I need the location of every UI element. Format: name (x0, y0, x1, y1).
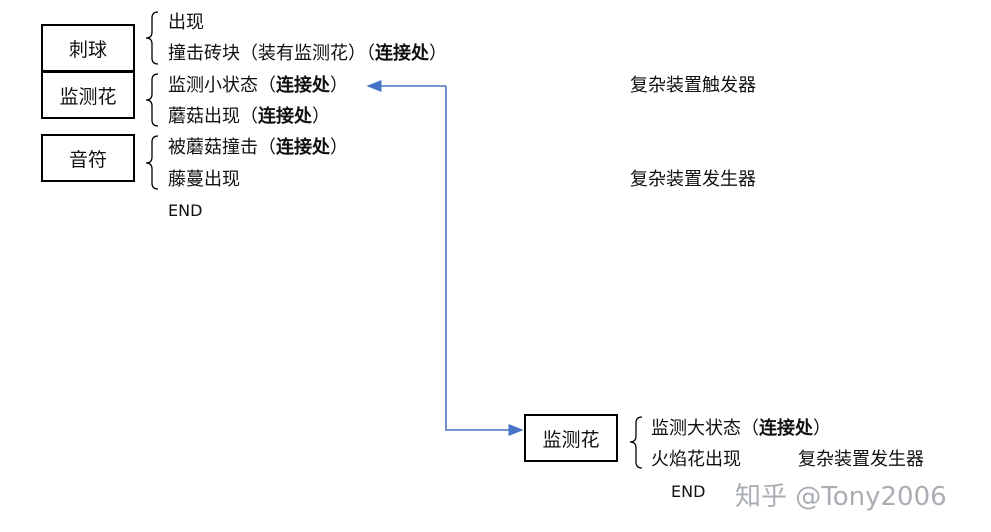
end-label-bottom: END (671, 482, 706, 501)
brace-3 (145, 135, 159, 190)
box-monitor-flower: 监测花 (41, 71, 135, 119)
brace-2 (145, 73, 159, 127)
box-monitor-flower-bottom: 监测花 (524, 414, 618, 462)
watermark: 知乎 @Tony2006 (735, 482, 947, 512)
box-spike-ball: 刺球 (41, 24, 135, 72)
line-vine-appear: 藤蔓出现 (168, 169, 240, 190)
end-label-top: END (168, 201, 203, 220)
right-label-trigger: 复杂装置触发器 (630, 75, 756, 96)
right-label-generator: 复杂装置发生器 (630, 169, 756, 190)
line-appear: 出现 (168, 12, 204, 33)
line-big-state: 监测大状态（连接处） (651, 418, 831, 439)
brace-1 (145, 11, 159, 65)
line-mushroom-appear: 蘑菇出现（连接处） (168, 106, 330, 127)
line-small-state: 监测小状态（连接处） (168, 75, 348, 96)
line-hit-by-mushroom: 被蘑菇撞击（连接处） (168, 137, 348, 158)
brace-4 (629, 416, 643, 469)
line-hit-brick: 撞击砖块（装有监测花）（连接处） (168, 43, 447, 64)
connector-arrow (445, 86, 524, 436)
line-generator-bottom: 复杂装置发生器 (798, 449, 924, 470)
line-fire-flower-appear: 火焰花出现 (651, 449, 741, 470)
box-note: 音符 (41, 134, 135, 182)
